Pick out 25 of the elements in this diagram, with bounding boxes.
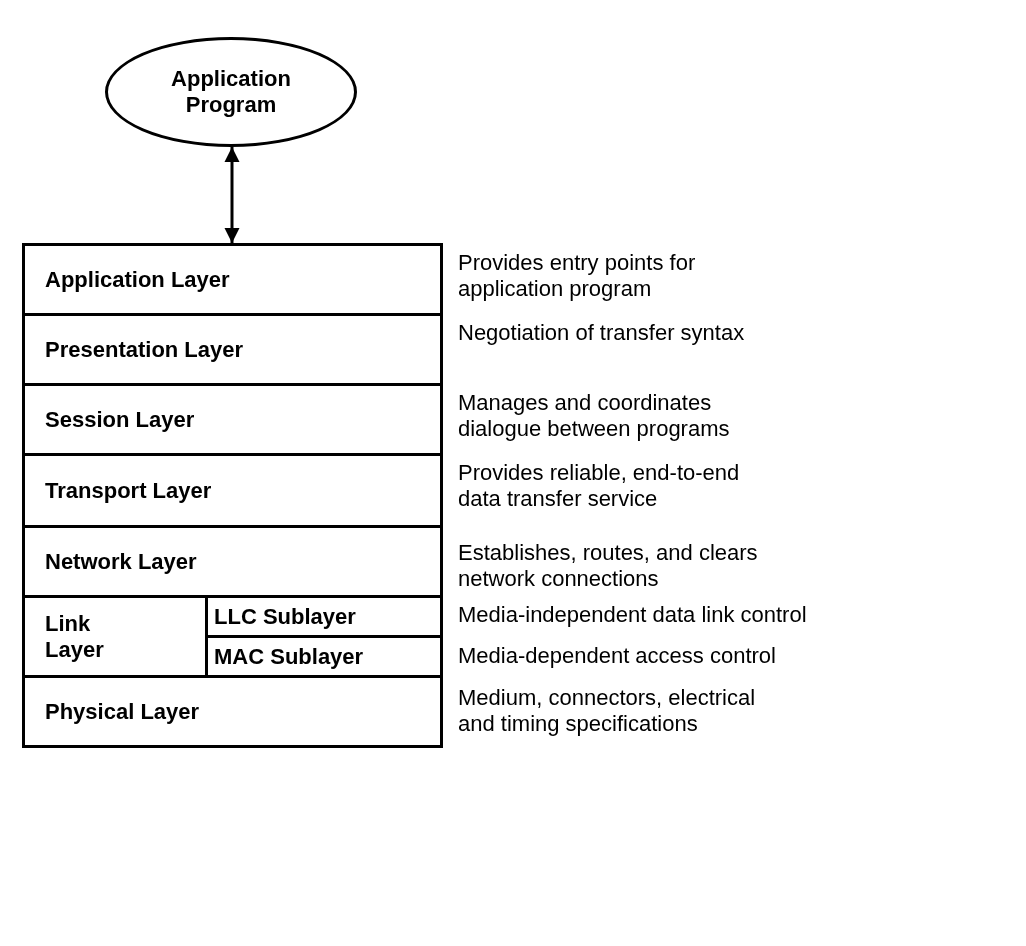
layer-name: MAC Sublayer xyxy=(214,643,364,670)
layer-name: Application Layer xyxy=(45,266,230,293)
layer-name: Physical Layer xyxy=(45,698,200,725)
layer-description: Provides entry points for application program xyxy=(458,250,697,302)
layer-box xyxy=(22,525,443,598)
layer-description: Media-independent data link control xyxy=(458,602,808,628)
layer-description: Negotiation of transfer syntax xyxy=(458,320,746,346)
layer-box xyxy=(22,383,443,456)
layer-box xyxy=(22,243,443,316)
layer-name: Network Layer xyxy=(45,548,197,575)
node-label: Application Program xyxy=(170,66,292,118)
layer-description: Establishes, routes, and clears network connections xyxy=(458,540,759,592)
layer-box xyxy=(22,313,443,386)
layer-description: Medium, connectors, electrical and timing specifications xyxy=(458,685,757,737)
layer-name: Link Layer xyxy=(45,610,105,663)
layer-name: Transport Layer xyxy=(45,477,212,504)
layer-name: LLC Sublayer xyxy=(214,603,356,630)
layer-name: Session Layer xyxy=(45,406,195,433)
double-arrow xyxy=(224,147,240,243)
layer-name: Presentation Layer xyxy=(45,336,244,363)
layer-description: Media-dependent access control xyxy=(458,643,777,669)
layer-box xyxy=(22,675,443,748)
layer-description: Provides reliable, end-to-end data transfer service xyxy=(458,460,741,512)
layer-box xyxy=(22,453,443,528)
layer-description: Manages and coordinates dialogue between programs xyxy=(458,390,731,442)
